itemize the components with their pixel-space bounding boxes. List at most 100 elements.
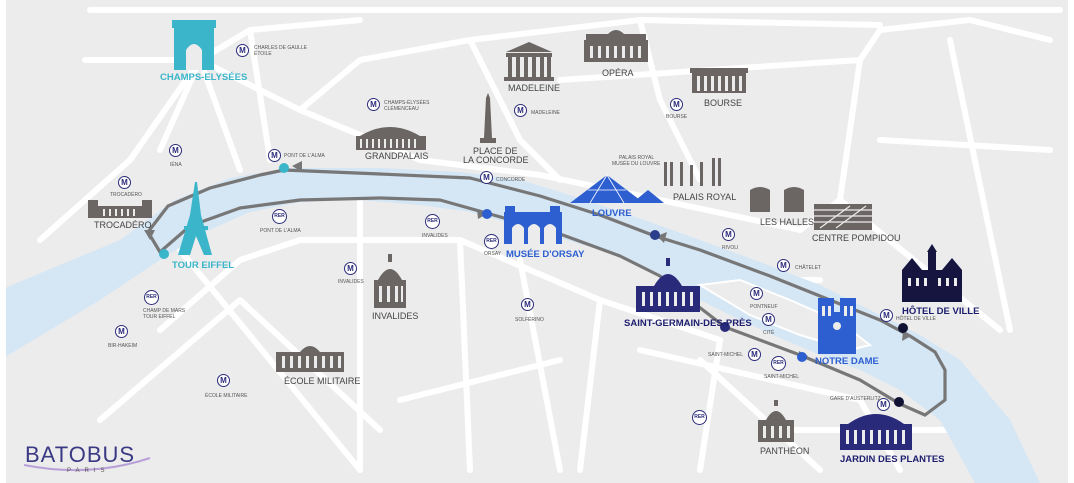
stop-dot-stgermain — [720, 322, 730, 332]
stop-dots — [159, 163, 908, 407]
landmark-ecole: ÉCOLE MILITAIRE — [284, 376, 361, 386]
eiffel-tower-icon — [178, 182, 212, 255]
metro-icon-trocadero: M — [118, 176, 131, 189]
arc-de-triomphe-icon — [172, 20, 216, 70]
metro-icon-bir: M — [115, 325, 128, 338]
landmark-trocadero: TROCADÉRO — [94, 220, 152, 230]
landmark-invalides: INVALIDES — [372, 311, 419, 321]
metro-label-cdg-2: ÉTOILE — [254, 51, 272, 57]
stop-dot-champs — [279, 163, 289, 173]
invalides-icon — [374, 254, 406, 308]
metro-icon-concorde: M — [480, 171, 493, 184]
metro-label-madeleine: MADELEINE — [531, 110, 560, 116]
metro-icon-bourse: M — [670, 98, 683, 111]
metro-label-pr-2: MUSÉE DU LOUVRE — [612, 161, 661, 167]
pantheon-icon — [758, 400, 794, 442]
rer-label-champmars-2: TOUR EIFFEL — [143, 314, 176, 320]
stop-label-champs: CHAMPS-ELYSÉES — [160, 72, 248, 83]
metro-label-austerlitz: GARE D'AUSTERLITZ — [830, 396, 881, 402]
rer-label-stmichel: SAINT-MICHEL — [764, 374, 800, 380]
metro-icon-cite: M — [762, 313, 775, 326]
stop-dot-jardin — [894, 397, 904, 407]
batobus-route — [146, 168, 947, 417]
metro-icon-rivoli: M — [722, 228, 735, 241]
stop-label-notredame: NOTRE DAME — [815, 356, 879, 367]
landmark-madeleine: MADELEINE — [508, 83, 561, 93]
stop-dot-eiffel — [159, 249, 169, 259]
rer-icon-alma: RER — [272, 209, 287, 224]
metro-label-ce-1: CHAMPS-ÉLYSÉES — [384, 100, 430, 106]
metro-icon-invalides: M — [344, 262, 357, 275]
landmark-pompidou: CENTRE POMPIDOU — [812, 233, 901, 243]
metro-icon-chatelet: M — [777, 259, 790, 272]
metro-icon-madeleine: M — [514, 104, 527, 117]
metro-icon-pontalma: M — [268, 149, 281, 162]
metro-icon-stmichel: M — [748, 348, 761, 361]
metro-label-solferino: SOLFÉRINO — [515, 317, 544, 323]
stop-label-stgermain: SAINT-GERMAIN-DES-PRÈS — [624, 318, 752, 329]
rer-icon-south: RER — [692, 410, 707, 425]
metro-label-bir: BIR-HAKEIM — [108, 343, 138, 349]
landmark-palaisroyal: PALAIS ROYAL — [673, 192, 737, 202]
metro-icon-champs-elysees: M — [367, 98, 380, 111]
metro-label-pr-1: PALAIS ROYAL — [619, 155, 655, 161]
metro-label-invalides: INVALIDES — [338, 279, 364, 285]
stop-label-eiffel: TOUR EIFFEL — [172, 260, 235, 271]
metro-label-chatelet: CHÂTELET — [795, 265, 822, 271]
opera-icon — [584, 30, 648, 62]
bourse-icon — [690, 68, 748, 93]
landmark-concorde-2: LA CONCORDE — [463, 155, 529, 165]
rer-label-orsay: ORSAY — [484, 251, 502, 257]
metro-icon-pontneuf: M — [750, 287, 763, 300]
rer-label-invalides: INVALIDES — [422, 233, 448, 239]
logo-name: BATOBUS — [25, 442, 136, 467]
landmark-pantheon: PANTHÉON — [760, 446, 810, 456]
metro-icon-solferino: M — [521, 298, 534, 311]
right-frame-edge — [1068, 0, 1074, 483]
landmark-bourse: BOURSE — [704, 98, 743, 108]
metro-label-stmichel: SAINT-MICHEL — [708, 352, 744, 358]
obelisk-icon — [480, 93, 496, 143]
landmark-leshalles: LES HALLES — [760, 217, 815, 227]
louvre-pyramid-icon — [570, 174, 664, 204]
rer-icon-stmichel: RER — [771, 356, 786, 371]
trocadero-icon — [88, 200, 152, 218]
palais-royal-icon — [664, 158, 721, 186]
landmark-opera: OPÉRA — [602, 68, 634, 78]
metro-label-ce-2: CLÉMENCEAU — [384, 106, 419, 112]
rer-icon-invalides: RER — [425, 214, 440, 229]
metro-label-ecole: ÉCOLE MILITAIRE — [205, 393, 248, 399]
metro-label-cite: CITÉ — [763, 330, 775, 336]
stop-dot-louvre — [650, 230, 660, 240]
metro-icon-ecole: M — [217, 374, 230, 387]
metro-label-pontalma: PONT DE L'ALMA — [284, 153, 325, 159]
hotel-de-ville-icon — [902, 244, 962, 302]
logo-sub: PARIS — [67, 468, 110, 474]
ecole-militaire-icon — [276, 346, 344, 372]
metro-icon-austerlitz: M — [877, 398, 890, 411]
metro-label-hdv: HÔTEL DE VILLE — [896, 316, 936, 322]
rer-icon-orsay: RER — [484, 234, 499, 249]
notre-dame-icon — [818, 298, 856, 354]
metro-label-rivoli: RIVOLI — [722, 245, 739, 251]
institut-de-france-icon — [636, 258, 700, 312]
madeleine-icon — [504, 42, 554, 81]
stop-label-jardin: JARDIN DES PLANTES — [840, 454, 945, 465]
metro-label-iena: IÉNA — [170, 162, 182, 168]
rer-label-champmars-1: CHAMP DE MARS — [143, 308, 186, 314]
jardin-des-plantes-icon — [840, 414, 912, 450]
stop-dot-notredame — [797, 352, 807, 362]
metro-icon-hdv: M — [880, 309, 893, 322]
batobus-logo: BATOBUS PARIS — [25, 442, 135, 474]
stop-label-louvre: LOUVRE — [592, 208, 632, 219]
landmark-concorde-1: PLACE DE — [473, 146, 518, 156]
rer-icon-champmars: RER — [144, 290, 159, 305]
pompidou-icon — [814, 204, 872, 230]
stop-dot-hotelville — [898, 323, 908, 333]
metro-label-pontneuf: PONTNEUF — [750, 304, 778, 310]
metro-label-trocadero: TROCADÉRO — [110, 192, 142, 198]
stop-dot-orsay — [482, 209, 492, 219]
metro-label-concorde: CONCORDE — [496, 177, 526, 183]
